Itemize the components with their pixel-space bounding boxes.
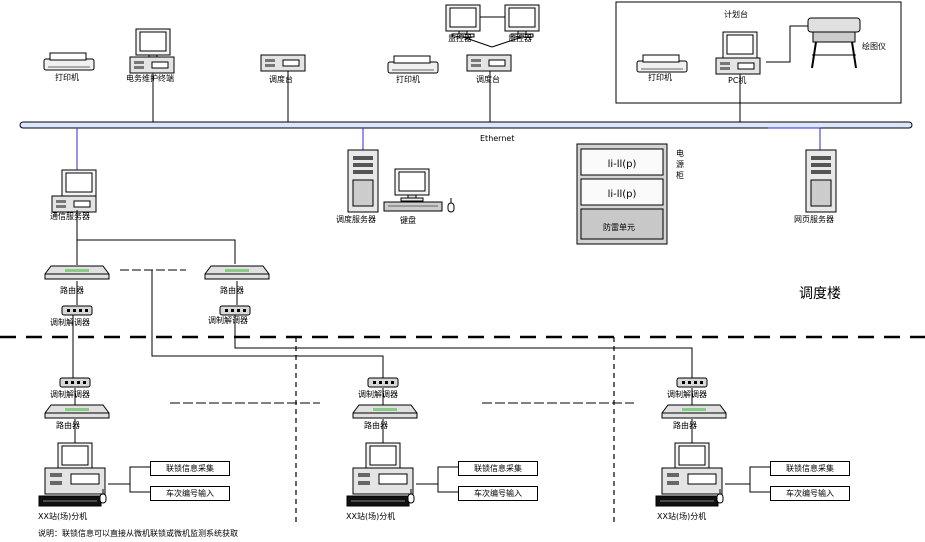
pc-label: PC机 bbox=[728, 76, 747, 85]
router-icon bbox=[44, 265, 110, 280]
web-server-icon bbox=[805, 149, 837, 213]
ethernet-label: Ethernet bbox=[480, 134, 515, 143]
keyboard-label: 键盘 bbox=[400, 216, 416, 225]
pc-icon bbox=[715, 31, 761, 75]
station-1 bbox=[38, 377, 150, 507]
station-label: XX站(场)分机 bbox=[38, 512, 88, 521]
printer-label: 打印机 bbox=[396, 75, 420, 84]
printer-icon bbox=[636, 54, 688, 73]
signal-collect-box: 联锁信息采集 bbox=[150, 461, 230, 476]
maintenance-terminal-icon bbox=[129, 28, 175, 74]
printer-label: 打印机 bbox=[648, 73, 672, 82]
web-server-label: 网页服务器 bbox=[794, 215, 834, 224]
dispatch-server-icon bbox=[347, 149, 379, 213]
svg-text:li-ll(p): li-ll(p) bbox=[608, 159, 637, 170]
modem-icon bbox=[61, 305, 93, 316]
console-label: 调度台 bbox=[476, 75, 500, 84]
building-label: 调度楼 bbox=[799, 286, 841, 302]
monitor-label: 监控器 bbox=[448, 34, 472, 43]
modem-label: 调制解调器 bbox=[50, 390, 90, 399]
monitor-icon bbox=[445, 4, 481, 38]
router-icon bbox=[204, 265, 270, 280]
plotter-icon bbox=[807, 17, 861, 69]
train-input-box: 车次编号输入 bbox=[150, 486, 230, 501]
signal-collect-box: 联锁信息采集 bbox=[458, 461, 538, 476]
mouse-icon bbox=[447, 197, 455, 213]
station-2 bbox=[346, 377, 458, 507]
modem-label: 调制解调器 bbox=[358, 390, 398, 399]
station-label: XX站(场)分机 bbox=[657, 512, 707, 521]
train-input-box: 车次编号输入 bbox=[458, 486, 538, 501]
communication-server-icon bbox=[51, 169, 97, 213]
modem-label: 调制解调器 bbox=[667, 390, 707, 399]
monitor-icon bbox=[504, 4, 540, 38]
maintenance-terminal-label: 电务维护终端 bbox=[126, 74, 174, 83]
ethernet-bus bbox=[19, 121, 913, 129]
console-icon bbox=[260, 54, 306, 72]
planning-room-box bbox=[615, 1, 902, 104]
router-label: 路由器 bbox=[673, 421, 697, 430]
note-text: 说明：联锁信息可以直接从微机联锁或微机监测系统获取 bbox=[38, 529, 238, 538]
signal-collect-box: 联锁信息采集 bbox=[770, 461, 850, 476]
modem-icon bbox=[219, 305, 251, 316]
plotter-label: 绘图仪 bbox=[862, 42, 886, 51]
router-label: 路由器 bbox=[364, 421, 388, 430]
router-label: 路由器 bbox=[220, 286, 244, 295]
power-cabinet-label: 电源柜 bbox=[676, 149, 684, 180]
communication-server-label: 通信服务器 bbox=[50, 212, 90, 221]
dispatch-server-label: 调度服务器 bbox=[336, 215, 376, 224]
router-label: 路由器 bbox=[56, 421, 80, 430]
modem-label: 调制解调器 bbox=[50, 318, 90, 327]
station-3 bbox=[655, 377, 770, 507]
console-icon bbox=[466, 54, 512, 72]
printer-label: 打印机 bbox=[55, 73, 79, 82]
ups-label: 防雷单元 bbox=[603, 223, 635, 232]
modem-label: 调制解调器 bbox=[208, 316, 248, 325]
printer-icon bbox=[387, 55, 439, 74]
console-label: 调度台 bbox=[269, 75, 293, 84]
power-cabinet-icon: li-ll(p) li-ll(p) bbox=[576, 143, 668, 245]
router-label: 路由器 bbox=[60, 286, 84, 295]
svg-text:li-ll(p): li-ll(p) bbox=[608, 189, 637, 200]
train-input-box: 车次编号输入 bbox=[770, 486, 850, 501]
printer-icon bbox=[43, 52, 95, 71]
station-label: XX站(场)分机 bbox=[346, 512, 396, 521]
keyboard-workstation-icon bbox=[383, 168, 443, 212]
planning-label: 计划台 bbox=[724, 10, 748, 19]
monitor-label: 监控器 bbox=[508, 34, 532, 43]
